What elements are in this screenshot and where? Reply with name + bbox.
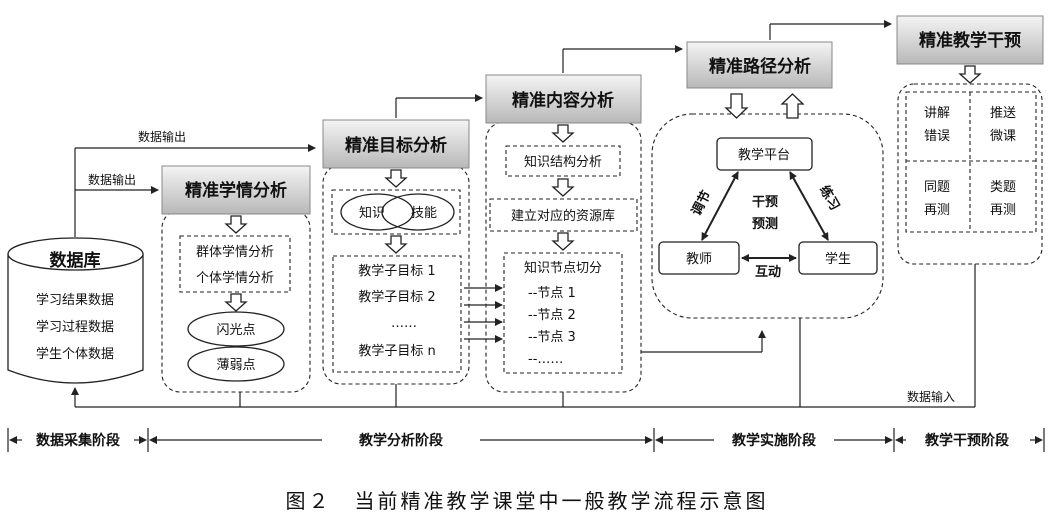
knowledge-nodes-title: 知识节点切分 bbox=[524, 260, 602, 276]
data-output-label: 数据输出 bbox=[138, 129, 186, 144]
intervention-cell: 再测 bbox=[990, 203, 1016, 218]
stage-label: 教学分析阶段 bbox=[359, 432, 443, 449]
goal-analysis-title: 精准目标分析 bbox=[345, 135, 447, 156]
intervention-cell: 再测 bbox=[924, 203, 950, 218]
up-arrow-icon bbox=[780, 93, 805, 119]
content-analysis-block: 精准内容分析 知识结构分析 建立对应的资源库 知识节点切分 --节点 1 --节… bbox=[485, 74, 642, 393]
intervention-header bbox=[896, 15, 1044, 65]
sub-goal: 教学子目标 1 bbox=[358, 263, 435, 279]
path-analysis-header bbox=[686, 41, 833, 89]
figure-caption: 图２ 当前精准教学课堂中一般教学流程示意图 bbox=[286, 489, 769, 513]
content-analysis-header bbox=[485, 74, 642, 124]
intervention-cell: 微课 bbox=[990, 129, 1016, 144]
path-analysis-title: 精准路径分析 bbox=[709, 56, 811, 77]
weak-point: 薄弱点 bbox=[216, 358, 255, 373]
sub-goal-ellipsis: …… bbox=[391, 316, 417, 331]
intervention-cell: 讲解 bbox=[924, 106, 950, 121]
database-cylinder: 数据库 学习结果数据 学习过程数据 学生个体数据 bbox=[7, 237, 144, 384]
down-arrow-icon bbox=[551, 178, 575, 197]
connector-lines bbox=[71, 20, 976, 408]
data-input-label: 数据输入 bbox=[907, 389, 955, 404]
learning-analysis-block: 精准学情分析 群体学情分析 个体学情分析 闪光点 薄弱点 bbox=[161, 165, 311, 393]
stage-bar: 数据采集阶段 教学分析阶段 教学实施阶段 教学干预阶段 bbox=[7, 428, 1045, 452]
learning-analysis-item: 群体学情分析 bbox=[196, 244, 274, 260]
database-item: 学习结果数据 bbox=[36, 292, 114, 308]
intervention-cell: 错误 bbox=[924, 129, 950, 144]
intervention-title: 精准教学干预 bbox=[919, 30, 1021, 51]
content-analysis-title: 精准内容分析 bbox=[512, 90, 614, 111]
stage-label: 数据采集阶段 bbox=[36, 432, 120, 449]
path-analysis-block: 精准路径分析 教学平台 教师 学生 调节 练习 干预 预测 互动 bbox=[651, 41, 884, 319]
database-item: 学习过程数据 bbox=[36, 319, 114, 335]
highlight-point: 闪光点 bbox=[216, 323, 255, 338]
sub-goal: 教学子目标 n bbox=[358, 343, 435, 359]
skill-circle-label: 技能 bbox=[411, 206, 437, 221]
knowledge-node: --…… bbox=[528, 352, 563, 367]
interact-label: 互动 bbox=[755, 265, 781, 280]
stage-label: 教学干预阶段 bbox=[925, 432, 1009, 449]
practice-label: 练习 bbox=[816, 183, 843, 214]
down-arrow-icon bbox=[384, 169, 408, 188]
sub-goal: 教学子目标 2 bbox=[358, 289, 435, 305]
knowledge-node: --节点 2 bbox=[528, 308, 576, 323]
intervention-block: 精准教学干预 讲解 错误 推送 微课 同题 再测 类题 再测 bbox=[896, 15, 1044, 265]
knowledge-node: --节点 1 bbox=[528, 286, 576, 301]
adjust-label: 调节 bbox=[688, 188, 714, 218]
down-arrow-icon bbox=[551, 232, 575, 251]
learning-analysis-header bbox=[161, 165, 311, 215]
down-arrow-icon bbox=[224, 215, 248, 234]
intervention-cell: 类题 bbox=[990, 180, 1016, 195]
resource-library-label: 建立对应的资源库 bbox=[511, 208, 615, 224]
goal-analysis-block: 精准目标分析 知识 技能 教学子目标 1 教学子目标 2 …… 教学子目标 n bbox=[322, 119, 470, 385]
goal-analysis-header bbox=[322, 119, 470, 169]
down-arrow-icon bbox=[384, 235, 408, 254]
down-arrow-icon bbox=[724, 93, 749, 119]
down-arrow-icon bbox=[551, 124, 575, 143]
stage-label: 教学实施阶段 bbox=[732, 432, 816, 449]
teaching-platform-label: 教学平台 bbox=[738, 147, 790, 163]
knowledge-structure-label: 知识结构分析 bbox=[524, 154, 602, 170]
student-label: 学生 bbox=[825, 251, 851, 267]
teacher-label: 教师 bbox=[686, 251, 712, 267]
learning-analysis-item: 个体学情分析 bbox=[196, 270, 274, 286]
knowledge-circle-label: 知识 bbox=[359, 205, 385, 221]
database-title: 数据库 bbox=[50, 250, 101, 271]
predict-label: 预测 bbox=[752, 216, 778, 232]
intervention-cell: 同题 bbox=[924, 180, 950, 195]
learning-analysis-title: 精准学情分析 bbox=[185, 180, 287, 201]
down-arrow-icon bbox=[224, 293, 248, 312]
down-arrow-icon bbox=[958, 65, 982, 84]
intervention-cell: 推送 bbox=[990, 106, 1016, 121]
data-output-label: 数据输出 bbox=[88, 172, 136, 187]
knowledge-node: --节点 3 bbox=[528, 330, 576, 345]
database-item: 学生个体数据 bbox=[36, 346, 114, 362]
intervene-label: 干预 bbox=[752, 195, 778, 210]
